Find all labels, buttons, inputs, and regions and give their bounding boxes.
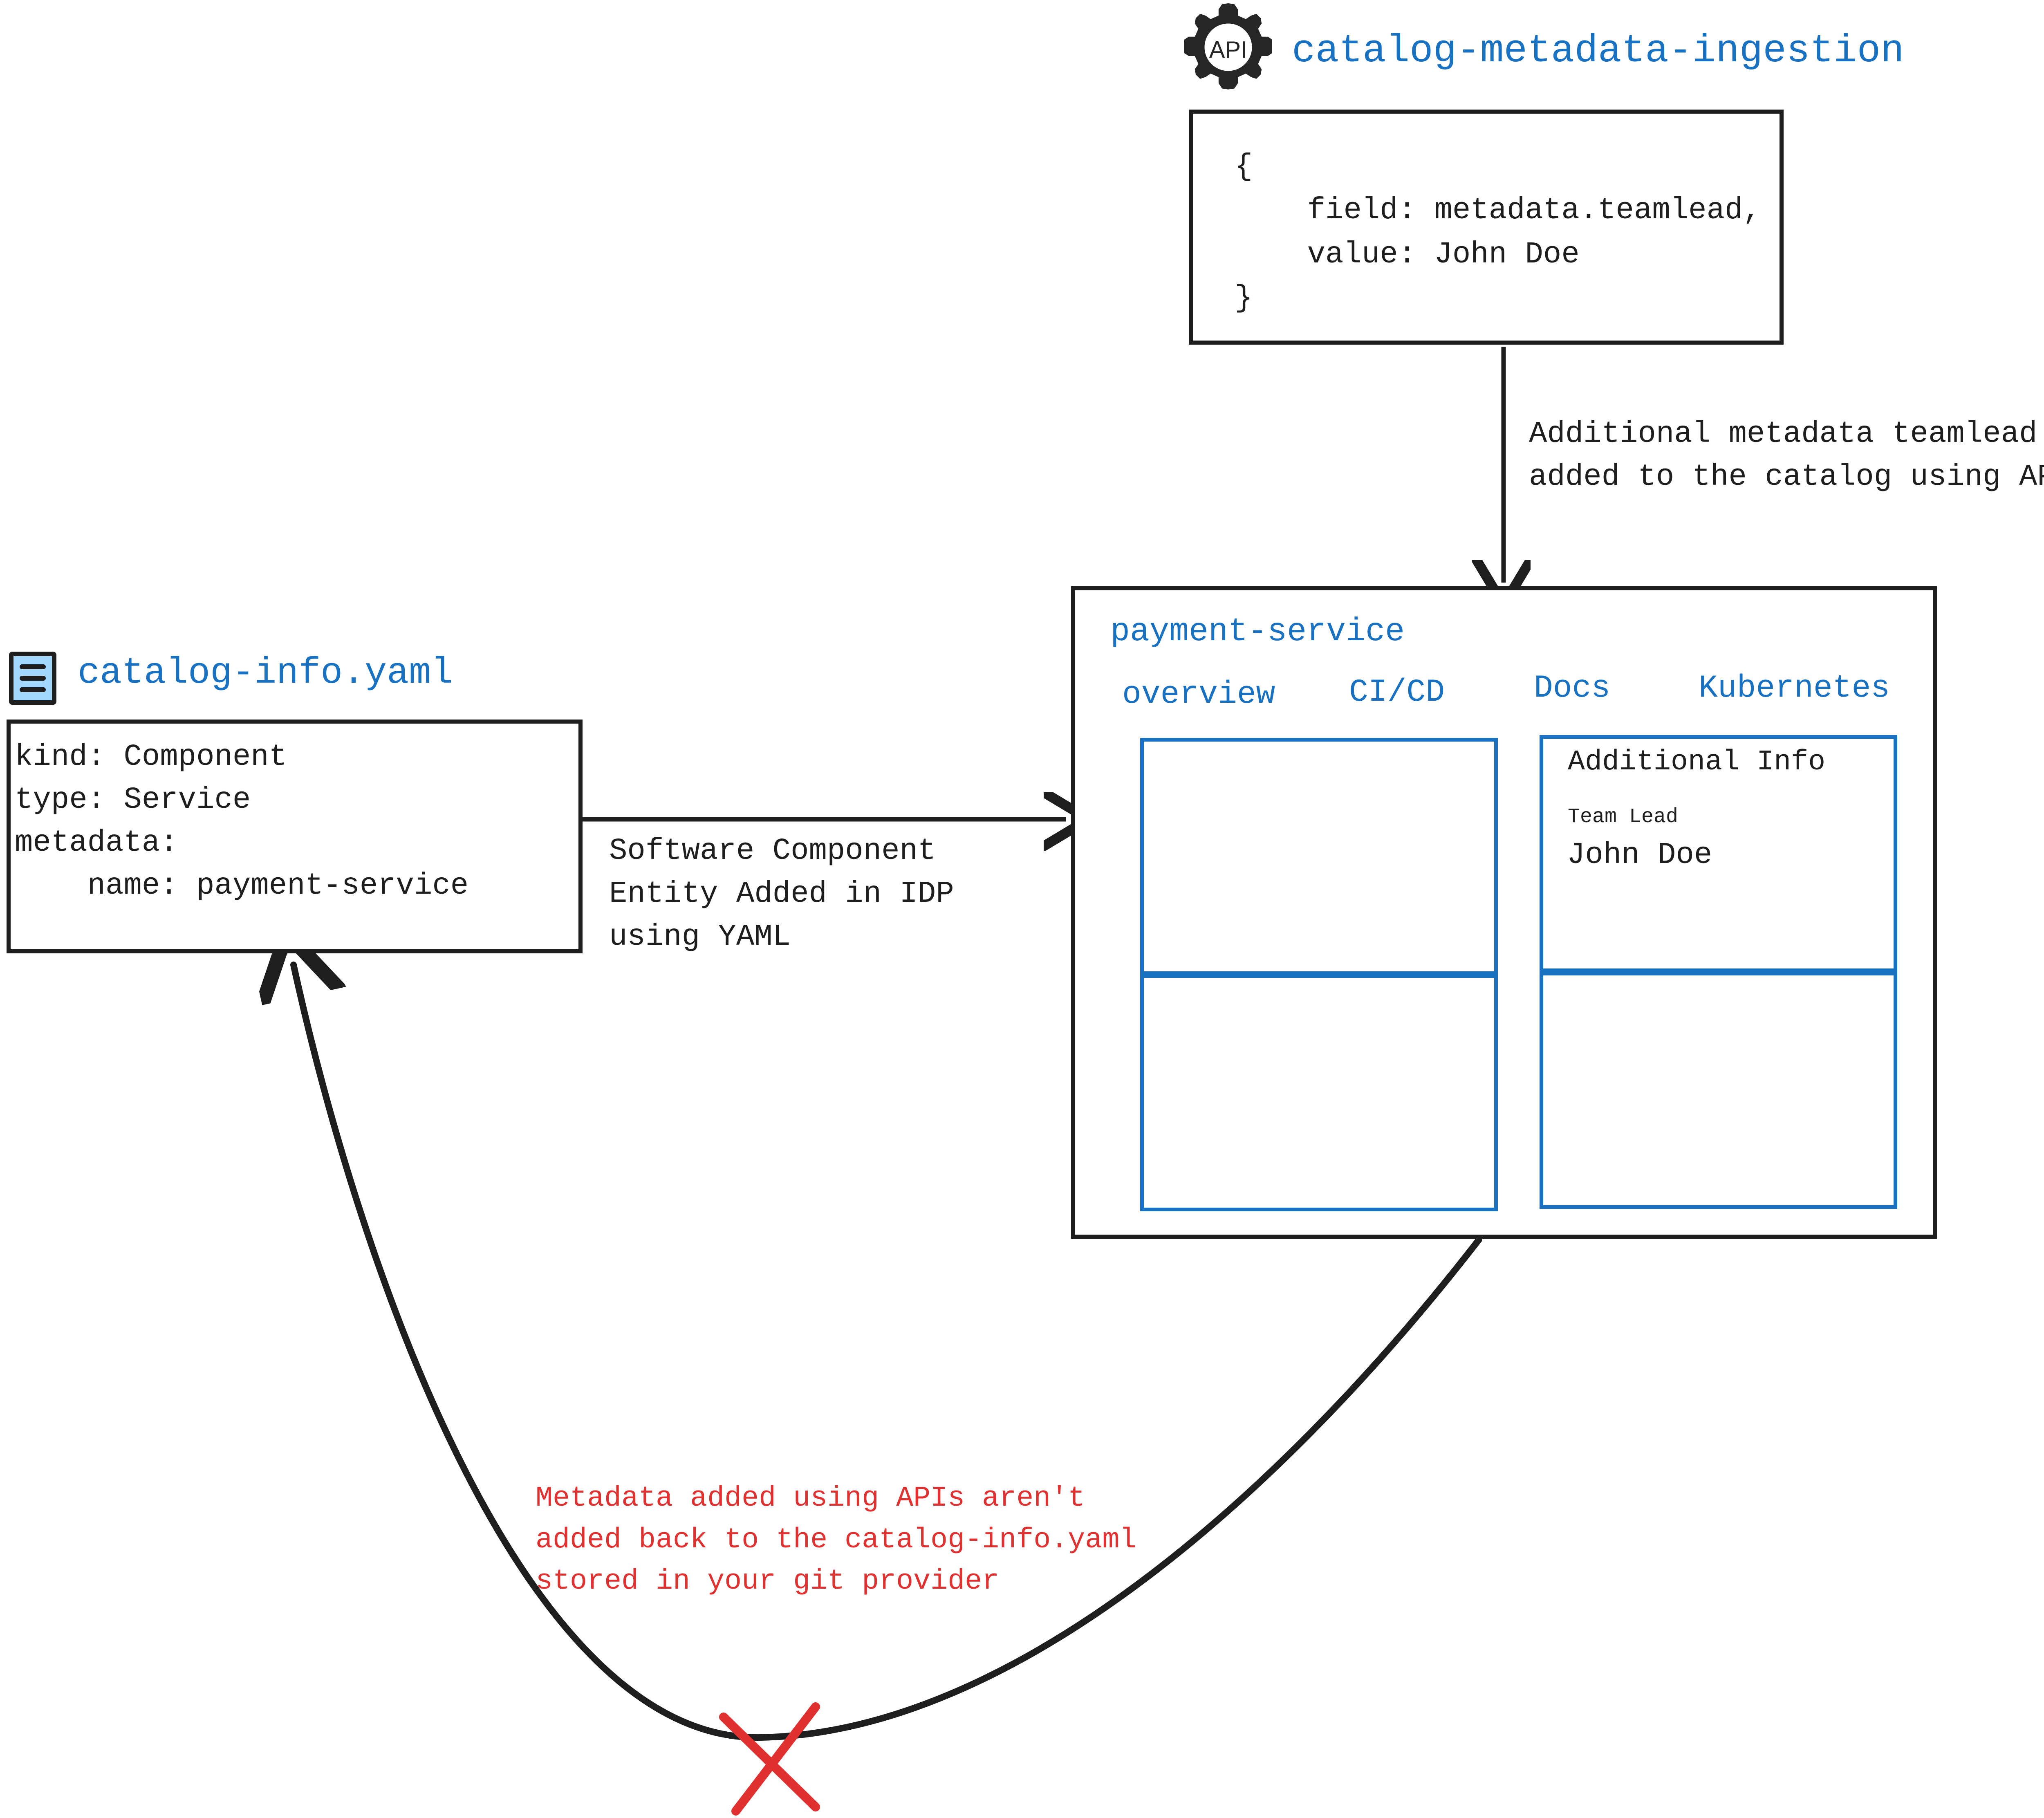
api-json-code: { field: metadata.teamlead, value: John …	[1235, 150, 1761, 316]
card-top-right[interactable]	[1540, 735, 1897, 972]
edge-label-api-to-panel: Additional metadata teamlead added to th…	[1529, 417, 2044, 495]
yaml-code-box	[7, 720, 583, 953]
yaml-file-icon	[9, 652, 56, 705]
team-lead-label: Team Lead	[1568, 805, 1679, 829]
svg-text:API: API	[1209, 36, 1248, 63]
tab-kubernetes[interactable]: Kubernetes	[1699, 670, 1890, 706]
yaml-icon-line	[20, 687, 46, 692]
tab-cicd[interactable]: CI/CD	[1349, 675, 1445, 711]
yaml-code-content: kind: Component type: Service metadata: …	[15, 740, 469, 903]
red-x-mark	[719, 1702, 820, 1816]
card-bottom-right[interactable]	[1540, 972, 1897, 1209]
team-lead-value: John Doe	[1567, 838, 1712, 872]
warning-text: Metadata added using APIs aren't added b…	[536, 1482, 1137, 1598]
api-gear-icon: API	[1184, 3, 1272, 91]
api-node-title: catalog-metadata-ingestion	[1292, 29, 1904, 73]
yaml-icon-line	[20, 664, 46, 669]
tab-docs[interactable]: Docs	[1534, 670, 1611, 706]
api-json-box	[1189, 110, 1784, 345]
tab-overview[interactable]: overview	[1122, 677, 1275, 713]
card-top-left[interactable]	[1140, 738, 1498, 975]
yaml-node-title: catalog-info.yaml	[78, 652, 453, 694]
yaml-icon-line	[20, 676, 46, 681]
edge-label-yaml-to-panel: Software Component Entity Added in IDP u…	[609, 834, 954, 955]
card-bottom-left[interactable]	[1140, 974, 1498, 1211]
panel-title: payment-service	[1110, 613, 1405, 650]
additional-info-heading: Additional Info	[1568, 746, 1826, 778]
